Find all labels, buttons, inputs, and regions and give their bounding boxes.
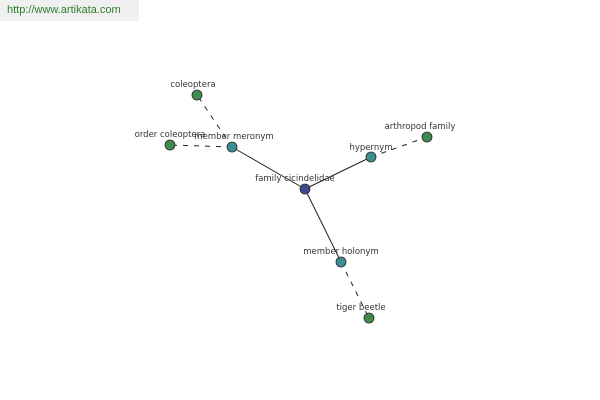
node-order[interactable]: [164, 139, 176, 151]
node-hypernym[interactable]: [365, 151, 377, 163]
edge-meronym-order: [169, 144, 233, 148]
watermark-banner: http://www.artikata.com: [0, 0, 139, 21]
watermark-url[interactable]: http://www.artikata.com: [7, 4, 121, 16]
node-label-order: order coleoptera: [135, 130, 206, 140]
node-tiger[interactable]: [363, 312, 375, 324]
node-label-hypernym: hypernym: [349, 143, 392, 153]
edge-center-hypernym: [304, 156, 372, 190]
nodes-layer: [164, 89, 433, 324]
node-arthropod[interactable]: [421, 131, 433, 143]
edge-center-holonym: [304, 188, 342, 263]
node-label-tiger: tiger beetle: [336, 303, 385, 313]
node-label-coleoptera: coleoptera: [170, 80, 215, 90]
edge-center-meronym: [231, 146, 306, 190]
node-center[interactable]: [299, 183, 311, 195]
edges-layer: [169, 94, 428, 319]
node-label-arthropod: arthropod family: [385, 122, 456, 132]
node-coleoptera[interactable]: [191, 89, 203, 101]
node-meronym[interactable]: [226, 141, 238, 153]
labels-layer: family cicindelidae member meronym hyperny…: [135, 80, 456, 313]
node-label-holonym: member holonym: [303, 247, 378, 257]
node-label-meronym: member meronym: [194, 132, 273, 142]
node-label-center: family cicindelidae: [255, 174, 335, 184]
node-holonym[interactable]: [335, 256, 347, 268]
